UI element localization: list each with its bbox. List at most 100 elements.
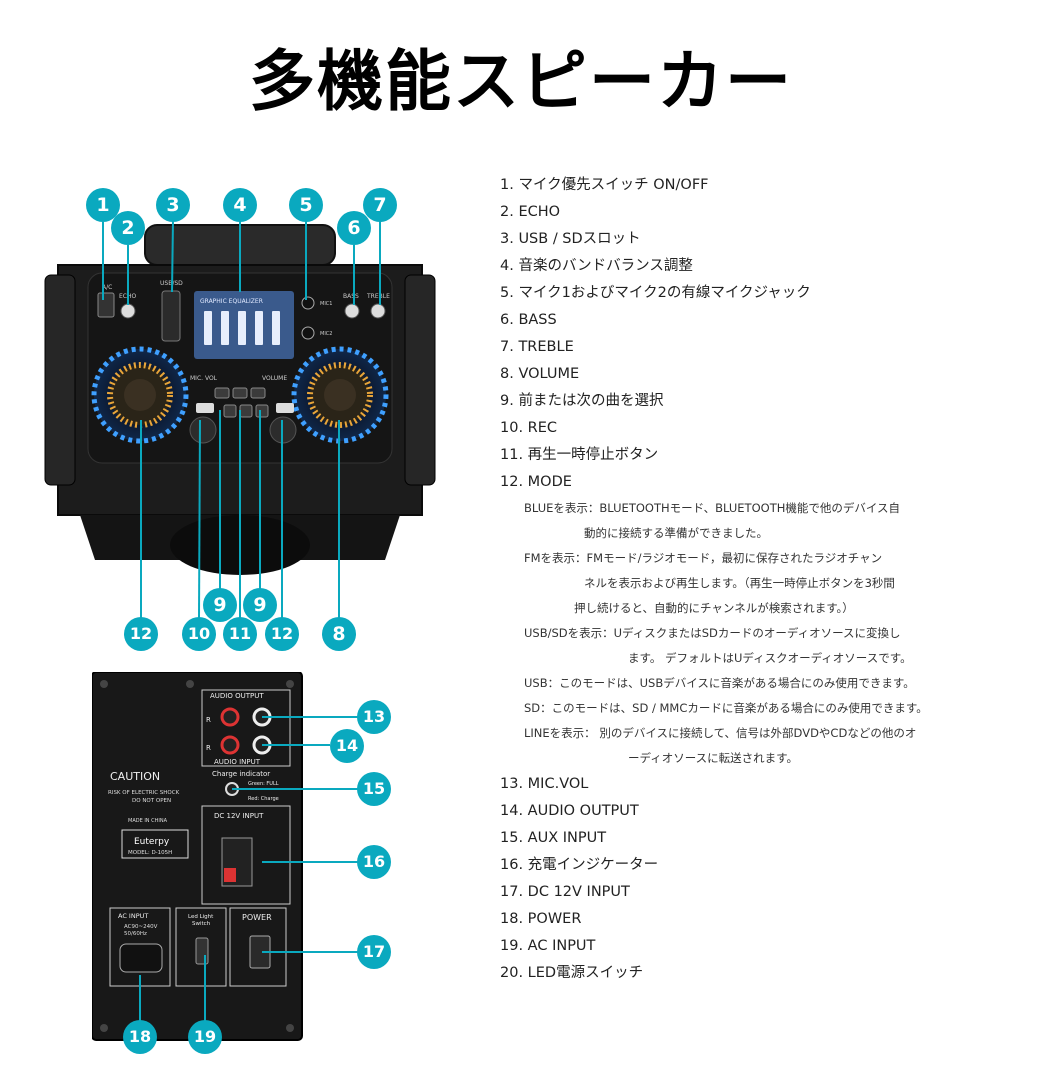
mic-vol-knob: [189, 416, 217, 444]
spec-item: 5. マイク1およびマイク2の有線マイクジャック: [500, 285, 811, 301]
rca-out-r: [220, 707, 240, 727]
spec-item: 2. ECHO: [500, 204, 561, 220]
label-power: POWER: [242, 913, 272, 922]
spec-item: 14. AUDIO OUTPUT: [500, 803, 639, 819]
label-r-2: R: [206, 744, 211, 752]
spec-list: 1. マイク優先スイッチ ON/OFF 2. ECHO 3. USB / SDス…: [500, 172, 1030, 987]
callout-19: 18: [123, 1020, 157, 1054]
callout-11: 11: [223, 617, 257, 651]
label-bass: BASS: [343, 293, 359, 300]
label-caution: CAUTION: [110, 770, 160, 783]
label-led-switch-2: Switch: [192, 921, 211, 927]
treble-knob: [370, 303, 386, 319]
led-switch-box: [175, 907, 227, 987]
label-brand: Euterpy: [134, 837, 170, 847]
label-led-switch-1: Led Light: [188, 914, 214, 920]
spec-item: 13. MIC.VOL: [500, 776, 589, 792]
speaker-back-panel: AUDIO OUTPUT AUDIO INPUT R R Charge indi…: [92, 672, 303, 1041]
callout-5: 5: [289, 188, 323, 222]
label-charge-indicator: Charge indicator: [212, 770, 270, 778]
callout-7: 7: [363, 188, 397, 222]
rca-in-r: [220, 735, 240, 755]
spec-item: 6. BASS: [500, 312, 557, 328]
spec-item: 18. POWER: [500, 911, 582, 927]
spec-item: 8. VOLUME: [500, 366, 580, 382]
label-red-charge: Red: Charge: [248, 796, 279, 802]
dc-input-box: [201, 805, 291, 905]
label-audio-output: AUDIO OUTPUT: [210, 692, 264, 700]
left-side-grip: [44, 274, 76, 486]
label-ac-input: AC INPUT: [118, 912, 148, 920]
mode-desc-line: ます。 デフォルトはUディスクオーディオソースです。: [628, 651, 912, 665]
callout-9a: 9: [203, 588, 237, 622]
audio-io-box: [201, 689, 291, 767]
spec-item: 17. DC 12V INPUT: [500, 884, 630, 900]
mode-desc-line: LINEを表示： 別のデバイスに接続して、信号は外部DVDやCDなどの他のオ: [524, 726, 917, 740]
brand-box: [121, 829, 189, 859]
spec-item: 15. AUX INPUT: [500, 830, 607, 846]
mode-desc-line: BLUEを表示：BLUETOOTHモード、BLUETOOTH機能で他のデバイス自: [524, 501, 901, 515]
mode-desc-line: 押し続けると、自動的にチャンネルが検索されます。）: [574, 601, 854, 615]
spec-item: 10. REC: [500, 420, 558, 436]
spec-item: 3. USB / SDスロット: [500, 231, 641, 247]
spec-item: 19. AC INPUT: [500, 938, 596, 954]
spec-item: 11. 再生一時停止ボタン: [500, 447, 659, 463]
callout-16: 15: [357, 772, 391, 806]
transport-buttons: [214, 387, 269, 418]
mode-desc-line: ネルを表示および再生します。（再生一時停止ボタンを3秒間: [584, 576, 895, 590]
rec-button: [196, 403, 214, 413]
mic2-jack: [301, 326, 315, 340]
dc-input-terminal: [221, 837, 253, 887]
label-volume: VOLUME: [262, 375, 287, 382]
spec-item: 20. LED電源スイッチ: [500, 965, 644, 981]
callout-8: 8: [322, 617, 356, 651]
usb-sd-slot: [161, 290, 181, 342]
mode-button: [276, 403, 294, 413]
label-ac-rating-1: AC90~240V: [124, 924, 158, 930]
bass-knob: [344, 303, 360, 319]
label-dc-input: DC 12V INPUT: [214, 812, 264, 820]
speaker-front-illustration: A/C ECHO USB/SD GRAPHIC EQUALIZER MIC1 M…: [44, 224, 436, 575]
label-green-full: Green: FULL: [248, 781, 279, 787]
callout-3: 3: [156, 188, 190, 222]
label-treble: TREBLE: [366, 293, 390, 300]
callout-14: 13: [357, 700, 391, 734]
mode-descriptions: BLUEを表示：BLUETOOTHモード、BLUETOOTH機能で他のデバイス自…: [500, 496, 1030, 771]
callout-4: 4: [223, 188, 257, 222]
right-side-grip: [404, 274, 436, 486]
callout-12: 12: [265, 617, 299, 651]
spec-item: 1. マイク優先スイッチ ON/OFF: [500, 177, 709, 193]
mode-desc-line: SD：このモードは、SD / MMCカードに音楽がある場合にのみ使用できます。: [524, 701, 928, 715]
label-made-in-china: MADE IN CHINA: [128, 818, 168, 824]
callout-2: 2: [111, 211, 145, 245]
mode-desc-line: FMを表示：FMモード/ラジオモード，最初に保存されたラジオチャン: [524, 551, 883, 565]
spec-item: 4. 音楽のバンドバランス調整: [500, 258, 693, 274]
mode-desc-line: USB：このモードは、USBデバイスに音楽がある場合にのみ使用できます。: [524, 676, 915, 690]
callout-18: 17: [357, 935, 391, 969]
label-model: MODEL: D-105H: [128, 850, 172, 856]
label-risk: RISK OF ELECTRIC SHOCK: [108, 790, 180, 796]
dc-terminal-red: [224, 868, 236, 882]
label-ac: A/C: [102, 284, 112, 291]
label-mic-vol: MIC. VOL: [190, 375, 218, 382]
ac-socket: [119, 943, 163, 973]
spec-item: 12. MODE: [500, 474, 572, 490]
mode-desc-line: 動的に接続する準備ができました。: [584, 526, 768, 540]
label-r-1: R: [206, 716, 211, 724]
callout-6: 6: [337, 211, 371, 245]
spec-item: 9. 前または次の曲を選択: [500, 393, 664, 409]
callout-9b: 9: [243, 588, 277, 622]
left-speaker-ring: [91, 346, 189, 444]
label-mic2: MIC2: [320, 331, 332, 337]
label-mic1: MIC1: [320, 301, 332, 307]
power-box: [229, 907, 287, 987]
callout-17: 16: [357, 845, 391, 879]
page-title: 多機能スピーカー: [249, 43, 793, 120]
label-ac-rating-2: 50/60Hz: [124, 931, 147, 937]
label-equalizer: GRAPHIC EQUALIZER: [200, 298, 263, 305]
mode-desc-line: ーディオソースに転送されます。: [628, 751, 798, 765]
callout-20: 19: [188, 1020, 222, 1054]
spec-item: 16. 充電インジケーター: [500, 857, 659, 873]
